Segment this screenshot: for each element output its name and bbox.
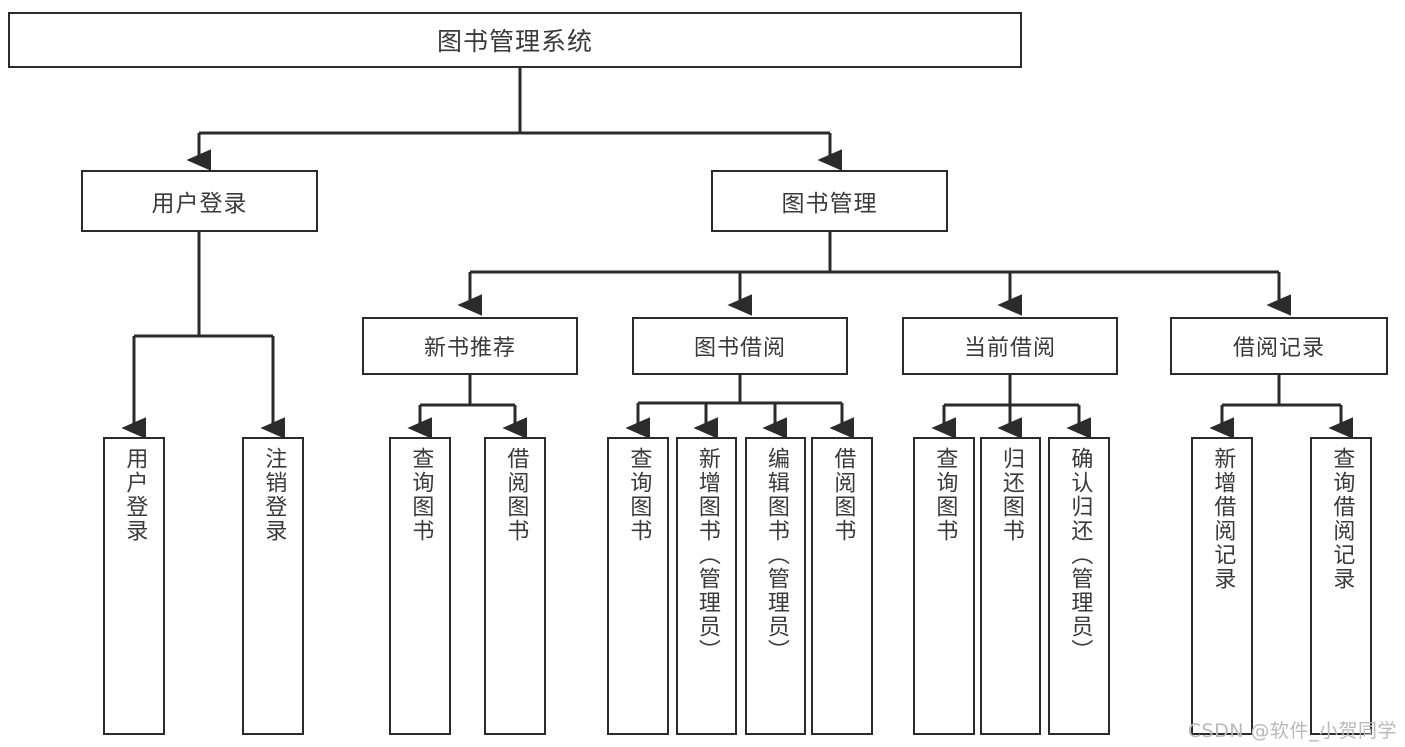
node-leaf-add-record-label: 新增借阅记录 [1210,447,1236,591]
node-leaf-borrow-book-2[interactable]: 借阅图书 [811,437,873,735]
watermark: CSDN @软件_小贺同学 [1187,720,1397,742]
node-leaf-edit-book[interactable]: 编辑图书（管理员） [745,437,806,735]
node-leaf-query-book-1-label: 查询图书 [408,447,434,543]
node-leaf-query-book-3-label: 查询图书 [932,447,958,543]
node-book-borrow-label: 图书借阅 [693,336,786,361]
node-current-borrow[interactable]: 当前借阅 [902,317,1118,375]
node-book-manage-label: 图书管理 [781,191,878,217]
node-leaf-query-record-label: 查询借阅记录 [1329,447,1355,591]
node-leaf-add-record[interactable]: 新增借阅记录 [1191,437,1253,735]
node-leaf-query-book-2[interactable]: 查询图书 [607,437,669,735]
node-leaf-borrow-book-2-label: 借阅图书 [830,447,856,543]
node-borrow-record-label: 借阅记录 [1232,336,1325,361]
node-leaf-edit-book-label: 编辑图书（管理员） [763,447,789,663]
node-new-book-recommend[interactable]: 新书推荐 [362,317,578,375]
node-book-manage[interactable]: 图书管理 [711,170,948,232]
node-root-label: 图书管理系统 [436,27,593,56]
node-user-login-label: 用户登录 [151,191,248,217]
node-leaf-return-book-label: 归还图书 [998,447,1024,543]
node-user-login[interactable]: 用户登录 [81,170,318,232]
node-leaf-confirm-return[interactable]: 确认归还（管理员） [1048,437,1110,735]
node-leaf-add-book-label: 新增图书（管理员） [694,447,720,663]
node-current-borrow-label: 当前借阅 [963,336,1056,361]
node-book-borrow[interactable]: 图书借阅 [632,317,848,375]
node-leaf-user-logout-label: 注销登录 [261,447,287,543]
node-leaf-return-book[interactable]: 归还图书 [980,437,1041,735]
node-new-book-recommend-label: 新书推荐 [423,336,516,361]
node-leaf-add-book[interactable]: 新增图书（管理员） [676,437,737,735]
node-leaf-query-book-2-label: 查询图书 [626,447,652,543]
node-borrow-record[interactable]: 借阅记录 [1170,317,1388,375]
node-leaf-query-book-1[interactable]: 查询图书 [389,437,451,735]
node-leaf-query-record[interactable]: 查询借阅记录 [1310,437,1372,735]
node-leaf-user-login[interactable]: 用户登录 [103,437,165,735]
node-leaf-query-book-3[interactable]: 查询图书 [913,437,975,735]
node-leaf-user-login-label: 用户登录 [122,447,148,543]
node-leaf-borrow-book-1-label: 借阅图书 [503,447,529,543]
node-leaf-confirm-return-label: 确认归还（管理员） [1067,447,1093,663]
node-leaf-user-logout[interactable]: 注销登录 [242,437,304,735]
node-root[interactable]: 图书管理系统 [8,12,1022,68]
node-leaf-borrow-book-1[interactable]: 借阅图书 [484,437,546,735]
